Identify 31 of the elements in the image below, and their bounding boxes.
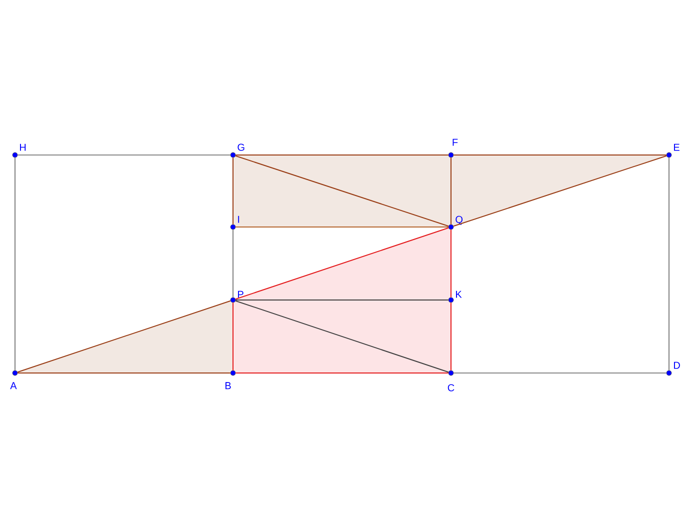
point-label: G bbox=[238, 144, 244, 151]
point-label: B bbox=[226, 382, 231, 390]
point-label: H bbox=[20, 144, 26, 151]
point-label: K bbox=[456, 290, 462, 298]
point-label: C bbox=[448, 384, 454, 392]
line-segment bbox=[14, 157, 16, 371]
line-segment bbox=[235, 154, 449, 156]
line-segment bbox=[668, 157, 670, 371]
line-segment bbox=[450, 229, 452, 298]
line-segment bbox=[453, 154, 667, 156]
line-segment bbox=[450, 302, 452, 371]
line-segment bbox=[453, 372, 667, 374]
line-segment bbox=[235, 300, 449, 373]
line-segment bbox=[232, 157, 234, 225]
point-label: P bbox=[238, 290, 244, 298]
line-segment bbox=[232, 302, 234, 371]
line-segment bbox=[453, 155, 667, 227]
line-segment bbox=[450, 157, 452, 225]
line-segment bbox=[235, 226, 449, 228]
point-label: D bbox=[674, 362, 680, 369]
point-label: Q bbox=[456, 216, 463, 225]
point-label: I bbox=[238, 216, 240, 223]
line-segment bbox=[235, 372, 449, 374]
point-label: F bbox=[452, 138, 458, 146]
line-segment bbox=[17, 372, 231, 374]
line-segment bbox=[235, 155, 449, 227]
line-segment bbox=[232, 229, 234, 298]
point-label: E bbox=[674, 144, 680, 151]
line-segment bbox=[17, 154, 231, 156]
point-label: A bbox=[10, 382, 17, 390]
line-segment bbox=[235, 227, 449, 300]
